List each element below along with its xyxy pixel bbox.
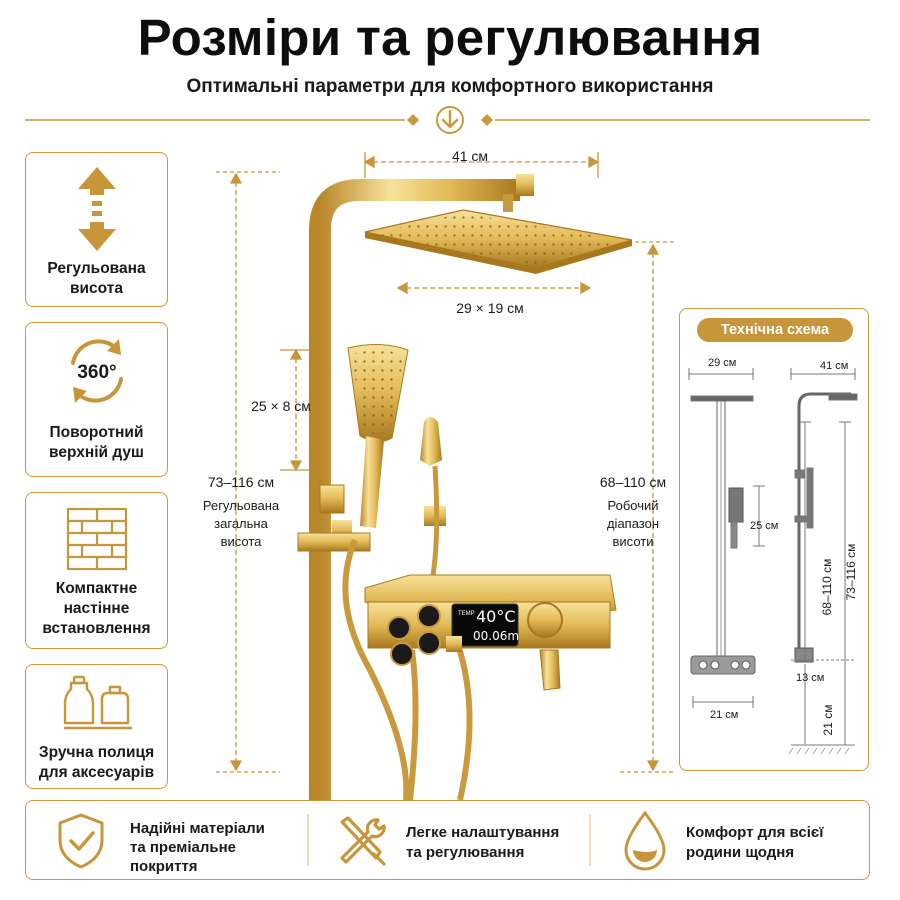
display-temperature: 40°C <box>476 607 516 626</box>
tech-side-depth: 13 см <box>796 672 825 684</box>
down-arrow-badge-icon <box>436 106 464 134</box>
dim-range-label: Робочий <box>607 498 659 513</box>
bottom-feature-label: Комфорт для всієї <box>686 824 824 841</box>
bottom-feature-label: покриття <box>130 858 198 875</box>
shower-system-illustration: TEMP 40°C 00.06m <box>216 152 675 800</box>
feature-label: Регульована <box>47 260 146 277</box>
feature-label: висота <box>70 280 123 297</box>
bottom-feature-label: та регулювання <box>406 844 525 861</box>
feature-label: настінне <box>63 600 130 617</box>
feature-label: Поворотний <box>49 424 144 441</box>
dim-total-label: висота <box>220 534 262 549</box>
feature-label: Компактне <box>55 580 138 597</box>
feature-card-rotation: 360° Поворотний верхній душ <box>25 322 168 477</box>
hand-shower <box>347 344 409 528</box>
feature-card-shelf: Зручна полиця для аксесуарів <box>25 664 168 789</box>
bottom-bar-separators <box>307 814 591 866</box>
tech-scheme-card <box>679 308 869 771</box>
display-time: 00.06m <box>473 629 519 643</box>
brick-wall-icon <box>66 507 128 571</box>
feature-card-wall: Компактне настінне встановлення <box>25 492 168 649</box>
water-drop-icon <box>624 810 666 871</box>
rotation-360-icon: 360° <box>71 339 123 403</box>
dim-range-label: діапазон <box>606 516 660 531</box>
feature-label: Зручна полиця <box>38 744 155 761</box>
up-down-arrow-icon <box>78 167 116 251</box>
dim-range-label: висоти <box>612 534 654 549</box>
page-title: Розміри та регулювання <box>137 9 763 66</box>
dim-working-range: 68–110 см <box>599 474 667 490</box>
dim-total-label: Регульована <box>202 498 280 513</box>
tech-scheme-title: Технічна схема <box>697 318 853 342</box>
bottom-features-bar <box>25 800 870 880</box>
feature-card-height: Регульована висота <box>25 152 168 307</box>
tools-icon <box>340 816 386 866</box>
header-divider <box>25 106 870 134</box>
bottom-feature-label: родини щодня <box>686 844 795 861</box>
feature-label: встановлення <box>42 620 151 637</box>
bottom-feature-label: Надійні матеріали <box>130 820 265 837</box>
tech-side-range: 68–110 см <box>820 558 834 616</box>
rotation-badge: 360° <box>77 362 116 383</box>
control-buttons <box>387 604 441 666</box>
dim-total-height: 73–116 см <box>207 474 275 490</box>
dim-total-label: загальна <box>214 516 268 531</box>
dim-hand-shower: 25 × 8 см <box>251 398 311 414</box>
page-subtitle: Оптимальні параметри для комфортного вик… <box>186 76 714 97</box>
feature-label: для аксесуарів <box>38 764 155 781</box>
tech-front-panel-width: 21 см <box>710 709 739 721</box>
shelf-bottles-icon <box>63 675 132 730</box>
tech-front-head-width: 29 см <box>708 357 737 369</box>
shield-check-icon <box>58 813 104 869</box>
dim-width: 41 см <box>451 148 489 164</box>
tech-front-hand-height: 25 см <box>750 520 779 532</box>
bottom-feature-label: Легке налаштування <box>406 824 560 841</box>
display-temp-label: TEMP <box>458 611 475 617</box>
tech-side-floor: 21 см <box>821 704 835 736</box>
tech-side-width: 41 см <box>820 360 849 372</box>
tech-scheme-drawing <box>688 368 858 755</box>
feature-label: верхній душ <box>49 444 144 461</box>
tech-side-total: 73–116 см <box>844 543 858 601</box>
bottom-feature-label: та преміальне <box>130 839 236 856</box>
dim-head-size: 29 × 19 см <box>456 300 524 316</box>
